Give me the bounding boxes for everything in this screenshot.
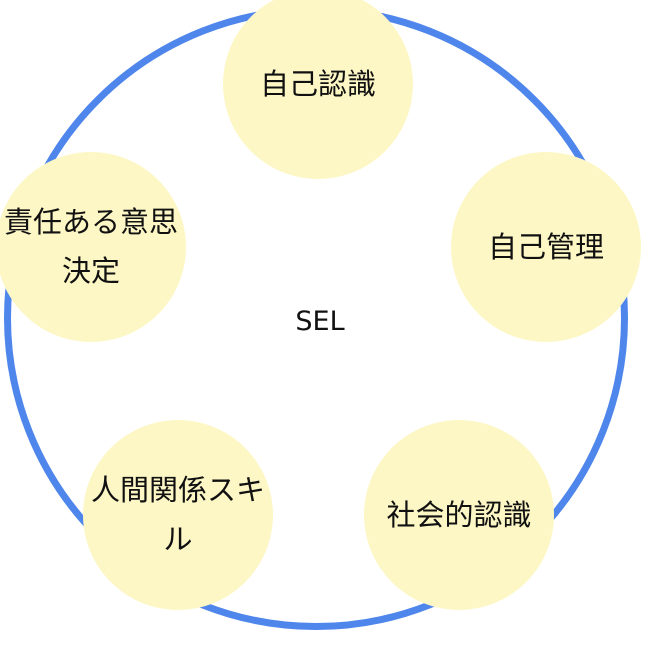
node-social-awareness: 社会的認識 xyxy=(364,420,554,610)
node-self-management: 自己管理 xyxy=(451,152,641,342)
node-label: 人間関係スキ ル xyxy=(90,473,265,556)
center-label: SEL xyxy=(295,306,345,337)
node-self-awareness: 自己認識 xyxy=(223,0,413,179)
node-label: 社会的認識 xyxy=(386,497,532,532)
node-label: 自己管理 xyxy=(487,229,604,264)
node-responsible-decision-making: 責任ある意思 決定 xyxy=(0,152,186,342)
node-label: 責任ある意思 決定 xyxy=(3,205,178,288)
node-label: 自己認識 xyxy=(259,66,376,101)
node-relationship-skills: 人間関係スキ ル xyxy=(83,420,273,610)
